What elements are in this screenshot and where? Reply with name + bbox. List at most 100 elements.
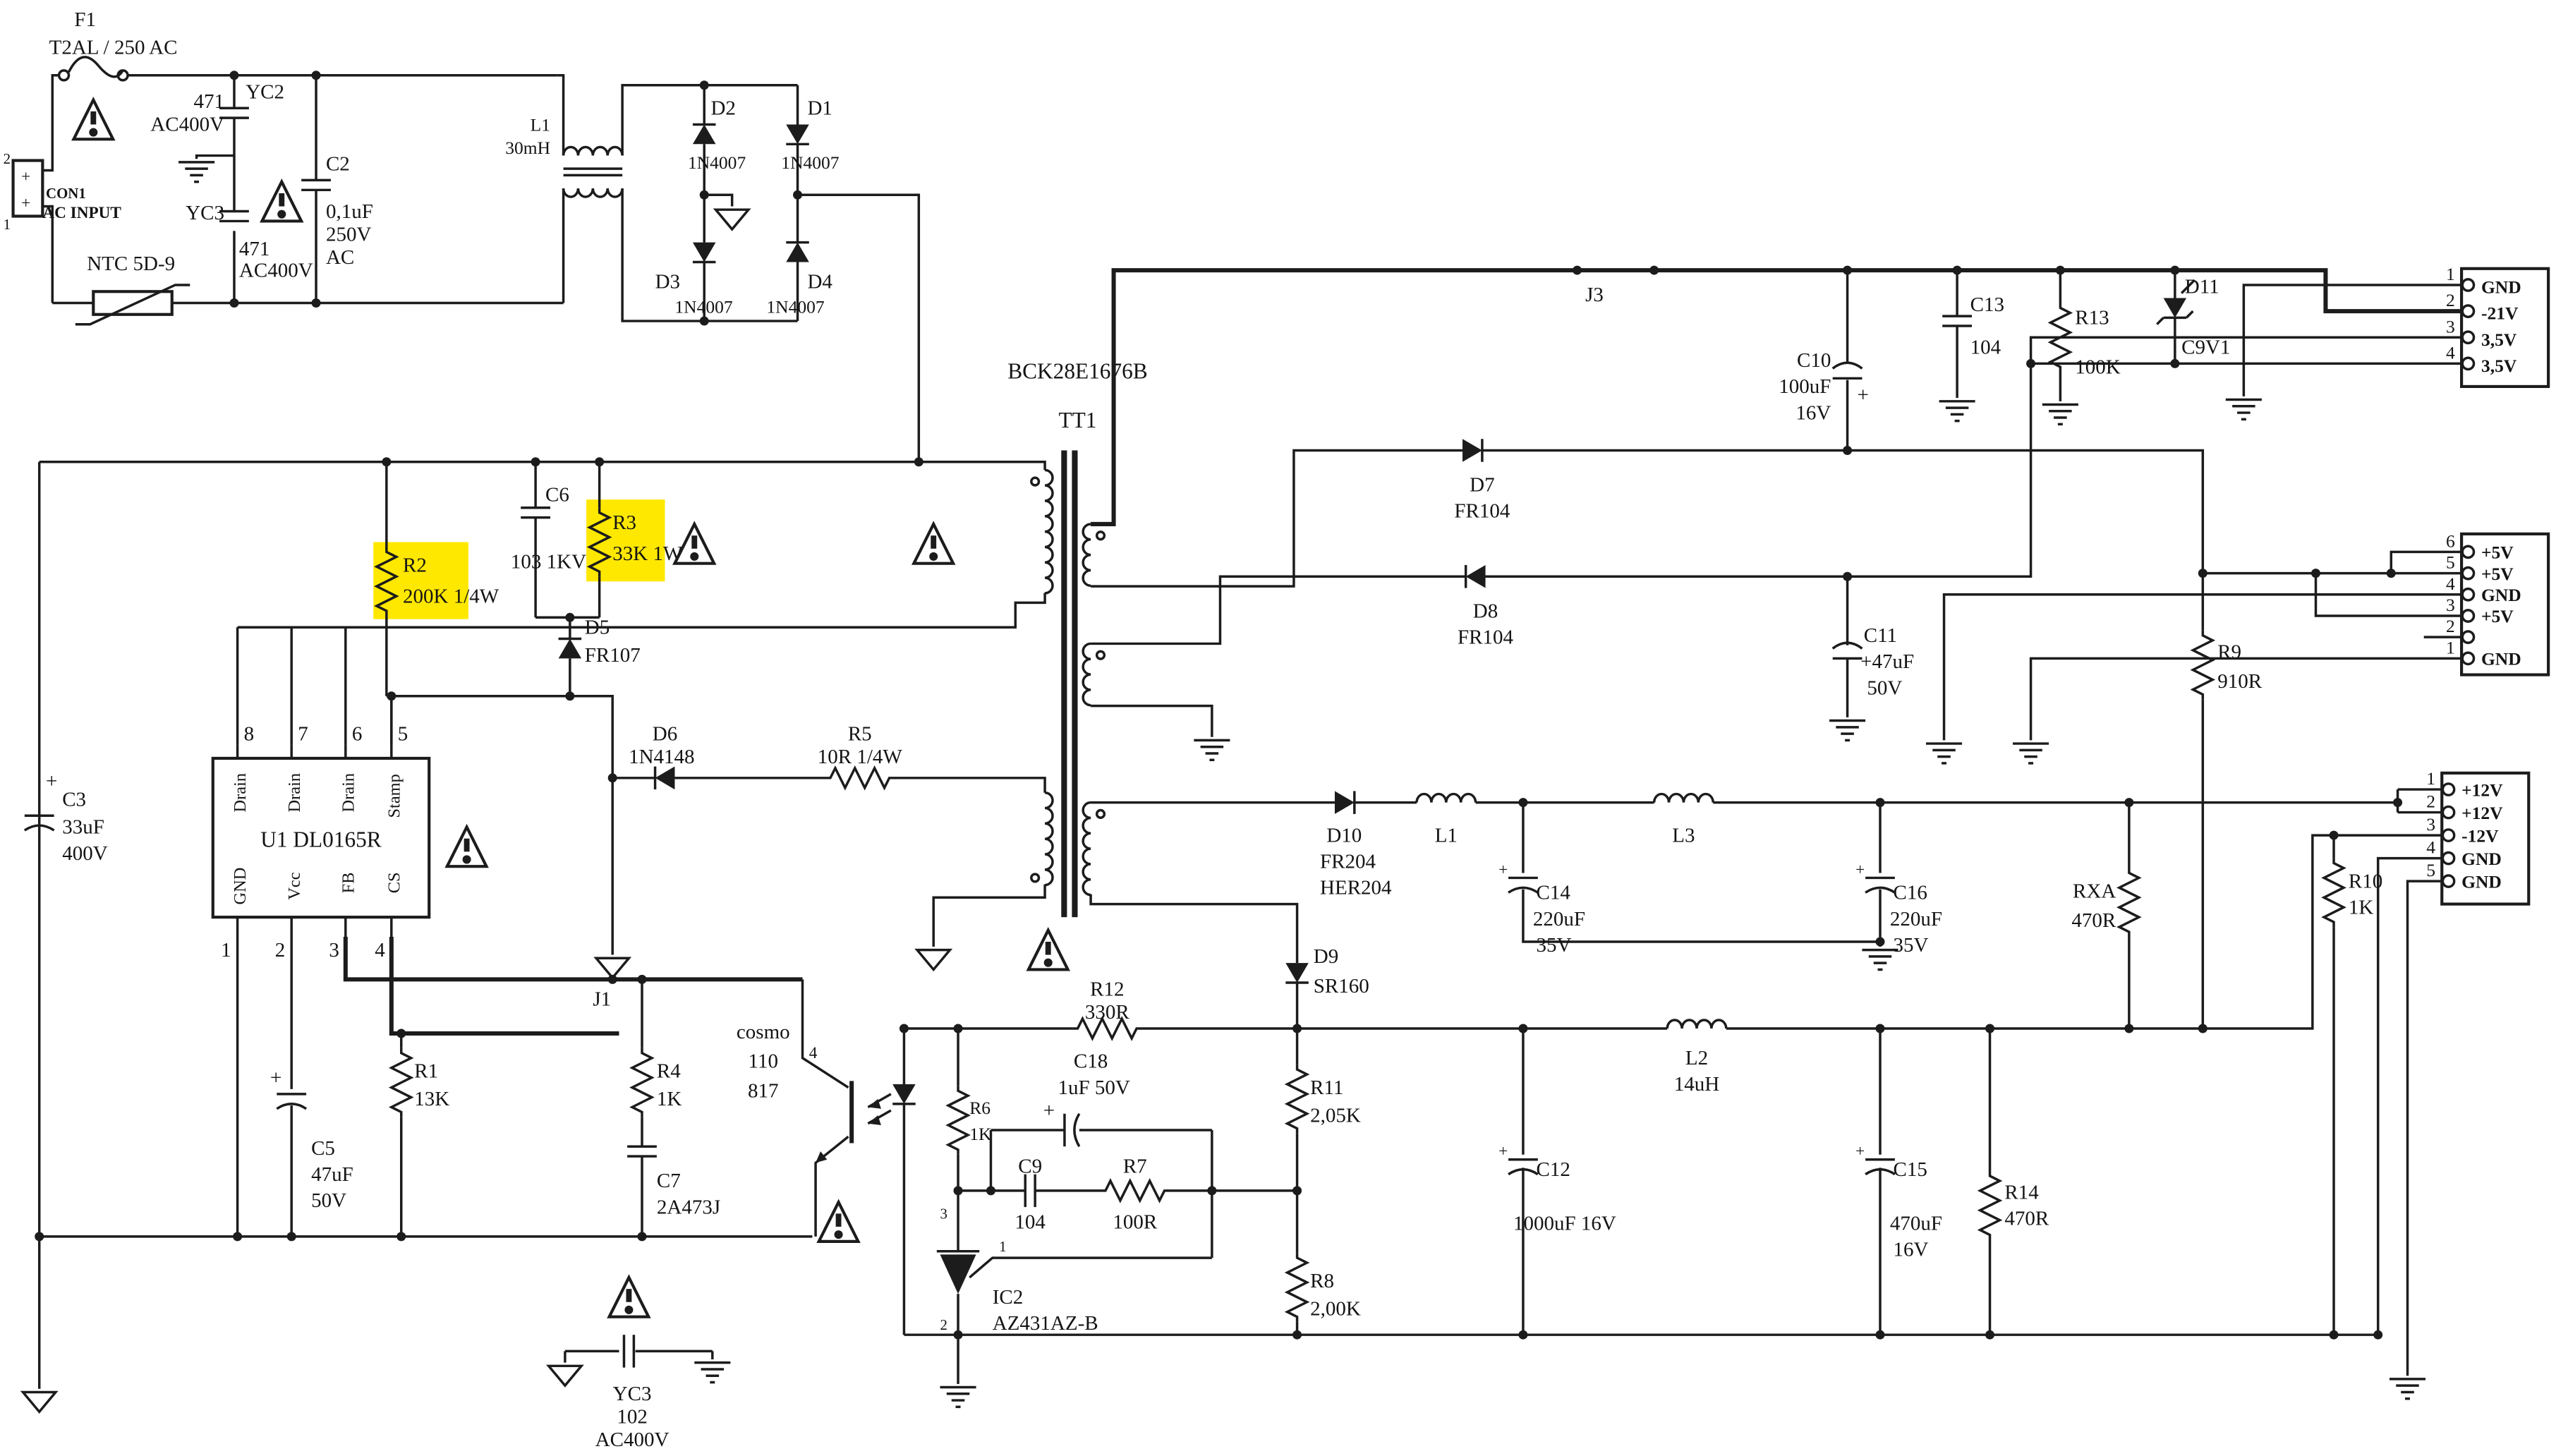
r6-value: 1K: [969, 1124, 992, 1144]
c18-plus: +: [1043, 1099, 1055, 1122]
capacitor-yc3b: [622, 1333, 636, 1369]
r11-ref: R11: [1310, 1076, 1343, 1099]
yc2-value: 471: [194, 90, 224, 113]
ic2-ref: IC2: [993, 1286, 1023, 1309]
yc3b-ref: YC3: [613, 1383, 652, 1405]
f1-value: T2AL / 250 AC: [49, 37, 178, 59]
d6-ref: D6: [653, 722, 677, 745]
pin-label: GND: [2461, 871, 2502, 892]
ic2-pin1: 1: [999, 1238, 1006, 1255]
warning-icon: [262, 182, 301, 222]
pin-number: 3: [2426, 814, 2435, 835]
c11-ref: C11: [1864, 624, 1897, 647]
opto-817: 817: [748, 1080, 778, 1103]
r1-ref: R1: [414, 1060, 438, 1083]
secondary-winding-1: [1082, 523, 1092, 587]
resistor-r6: [947, 1084, 969, 1156]
pin-number: 2: [2446, 616, 2455, 636]
feedback-section: + C5 47uF 50V J1 R1 13K R4 1K C7 2A473J …: [35, 937, 917, 1451]
diode-d6: [653, 765, 677, 791]
d7-ref: D7: [1470, 474, 1494, 497]
connector-bot-right: 1 2 3 4 5 +12V +12V -12V GND GND: [2373, 768, 2531, 1400]
con1-ref: CON1: [46, 185, 86, 202]
l3-ref: L3: [1672, 824, 1695, 847]
u1-pin6-name: Drain: [339, 773, 358, 812]
pin-label: 3,5V: [2481, 356, 2517, 376]
resistor-r10: [2322, 856, 2345, 928]
connector-mid-right: 6 5 4 3 2 1 +5V +5V GND +5V GND: [1925, 530, 2550, 765]
diode-d5: [557, 637, 583, 660]
d10-ref: D10: [1326, 824, 1362, 847]
pin-number: 4: [2446, 574, 2455, 594]
r2-value: 200K 1/4W: [403, 585, 499, 607]
warning-icon: [610, 1278, 649, 1317]
secondary-winding-2: [1082, 642, 1092, 707]
d4-value: 1N4007: [766, 296, 824, 317]
l2-ref: L2: [1685, 1047, 1708, 1069]
u1-pin3-name: FB: [339, 873, 358, 894]
u1-pin4-name: CS: [384, 873, 404, 894]
u1-pin1: 1: [221, 939, 231, 961]
ic2-pin2: 2: [940, 1316, 947, 1333]
yc3b-value: 102: [617, 1406, 647, 1428]
pin-label: -21V: [2481, 303, 2519, 324]
connector-top-right: 1 2 3 4 GND -21V 3,5V 3,5V: [2224, 264, 2550, 421]
resistor-r14: [1978, 1170, 2001, 1242]
con1-connector: [11, 159, 44, 218]
c10-plus: +: [1858, 384, 1869, 406]
c3-ref: C3: [62, 788, 86, 811]
d3-ref: D3: [655, 271, 680, 293]
capacitor-c13: [1941, 315, 1973, 327]
yc2-rating: AC400V: [150, 114, 224, 136]
ground-earth-icon: [2388, 1378, 2427, 1400]
diode-d1: [785, 123, 811, 146]
c5-plus: +: [270, 1067, 281, 1089]
u1-pin7-name: Drain: [285, 773, 304, 812]
ground-earth-icon: [2041, 403, 2080, 426]
ground-earth-icon: [1828, 719, 1867, 742]
warning-icon: [447, 827, 487, 866]
c15-plus: +: [1855, 1142, 1865, 1160]
resistor-r1: [390, 1047, 413, 1119]
c14-plus: +: [1498, 861, 1508, 879]
f1-ref: F1: [74, 8, 96, 31]
r14-ref: R14: [2004, 1181, 2039, 1203]
resistor-r9: [2191, 629, 2214, 701]
c12-ref: C12: [1536, 1158, 1570, 1181]
resistor-r5: [824, 767, 896, 789]
rxa-ref: RXA: [2073, 880, 2116, 902]
d1-value: 1N4007: [781, 152, 839, 173]
secondary-winding-3: [1082, 801, 1092, 897]
u1-controller: 8 7 6 5 Drain Drain Drain Stamp U1 DL016…: [211, 696, 487, 961]
u1-pin8: 8: [244, 722, 254, 745]
c10-ref: C10: [1797, 349, 1831, 372]
pin-label: +5V: [2481, 542, 2514, 563]
c16-ref: C16: [1894, 882, 1927, 904]
c2-type: AC: [326, 246, 354, 269]
u1-pin1-name: GND: [231, 868, 250, 905]
c15-value: 470uF: [1890, 1213, 1942, 1235]
r9-value: 910R: [2217, 670, 2262, 693]
ntc-thermistor: [92, 290, 174, 316]
ground-arrow-icon: [547, 1364, 583, 1387]
ground-earth-icon: [938, 1385, 978, 1409]
yc3-value: 471: [239, 238, 269, 260]
r14-value: 470R: [2004, 1208, 2049, 1230]
c13-ref: C13: [1970, 293, 2004, 316]
capacitor-c9: [1024, 1172, 1036, 1208]
d6-value: 1N4148: [629, 746, 694, 768]
r5-ref: R5: [848, 722, 872, 745]
r8-value: 2,00K: [1310, 1297, 1361, 1320]
aux-winding: [1043, 791, 1054, 887]
pin-number: 4: [2426, 837, 2435, 858]
capacitor-c18: [1063, 1112, 1081, 1148]
pin-number: 1: [2446, 637, 2455, 657]
inductor-l2: [1666, 1019, 1728, 1030]
u1-pin2-name: Vcc: [285, 872, 304, 899]
pin-label: GND: [2461, 849, 2502, 869]
d11-value: C9V1: [2181, 336, 2230, 358]
d8-value: FR104: [1458, 626, 1513, 648]
pin-label: +5V: [2481, 606, 2514, 626]
u1-pin2: 2: [275, 939, 285, 961]
